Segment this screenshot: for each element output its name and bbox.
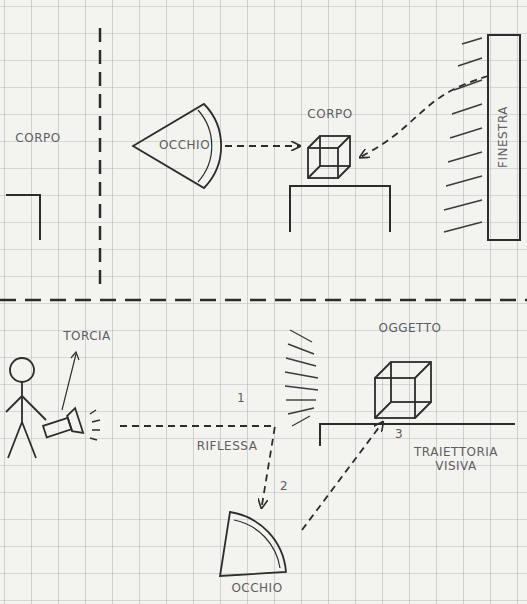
object-cube-drawing bbox=[365, 322, 455, 422]
node-label: CORPO bbox=[307, 108, 352, 122]
body-outline bbox=[6, 195, 40, 240]
stick-figure bbox=[6, 358, 46, 458]
window-outline bbox=[488, 35, 520, 240]
torch-outline bbox=[41, 352, 100, 444]
torch-symbol-drawing bbox=[40, 330, 120, 442]
window-box: FINESTRA bbox=[488, 35, 520, 240]
node-label: OGGETTO bbox=[378, 322, 441, 336]
note-text: RIFLESSA bbox=[190, 440, 264, 454]
node-label: OCCHIO bbox=[159, 139, 210, 153]
node-label: OCCHIO bbox=[231, 582, 282, 596]
body-cube: CORPO bbox=[300, 108, 360, 184]
node-label: TORCIA bbox=[63, 330, 111, 344]
callout-number: 3 bbox=[392, 428, 406, 442]
note-text: TRAIETTORIA VISIVA bbox=[406, 446, 506, 474]
cubeBig-outline bbox=[375, 362, 431, 418]
table bbox=[320, 424, 515, 446]
eye-symbol: OCCHIO bbox=[212, 508, 302, 596]
divider-line bbox=[0, 299, 527, 302]
eye-symbol: OCCHIO bbox=[130, 100, 225, 192]
dashed-ray bbox=[120, 426, 275, 508]
eyeSector-outline bbox=[220, 512, 286, 576]
callout-number: 2 bbox=[277, 480, 291, 494]
table bbox=[290, 186, 390, 232]
divider-line bbox=[99, 28, 102, 292]
light-hatching bbox=[444, 38, 482, 232]
object-cube: OGGETTO bbox=[365, 322, 455, 422]
torch-symbol: TORCIA bbox=[40, 330, 120, 442]
dashed-ray bbox=[302, 422, 383, 530]
dashed-ray bbox=[225, 145, 300, 147]
cubeSmall-outline bbox=[308, 136, 350, 178]
callout-number: 1 bbox=[234, 392, 248, 406]
eyeTri-outline bbox=[133, 104, 221, 188]
dashed-ray bbox=[360, 76, 488, 157]
reflection-hatching bbox=[285, 330, 318, 426]
part-name: CORPO bbox=[8, 132, 68, 146]
window-label: FINESTRA bbox=[497, 106, 511, 168]
